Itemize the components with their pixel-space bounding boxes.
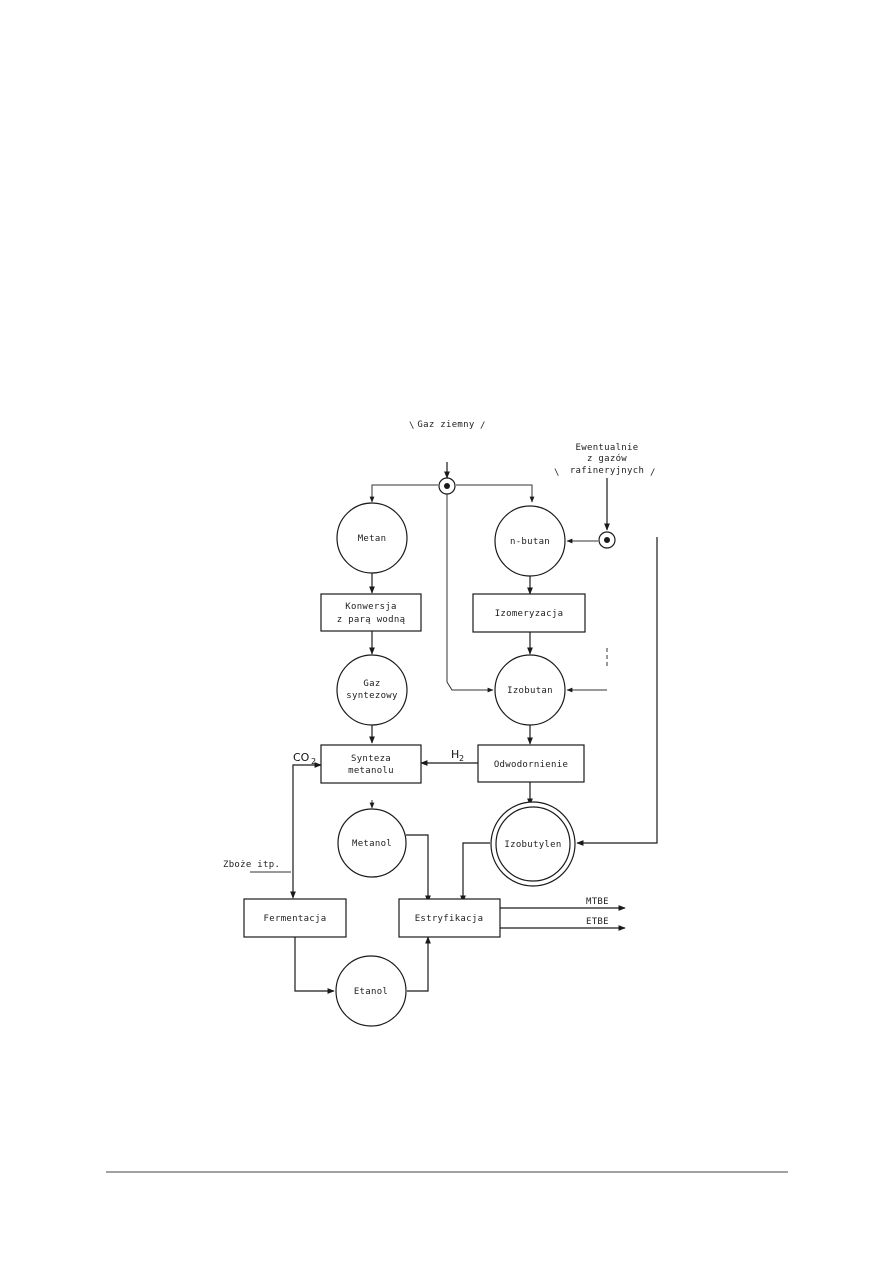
svg-text:Gaz: Gaz [363,679,380,689]
natural-gas-splitter [438,477,456,495]
node-konwersja: Konwersja z parą wodną [320,593,422,632]
node-n-butan: n-butan [494,505,566,577]
svg-text:Etanol: Etanol [354,987,388,997]
svg-text:H: H [451,748,459,761]
svg-text:syntezowy: syntezowy [346,691,398,701]
node-odwodornienie: Odwodornienie [477,744,585,783]
node-izobutylen: Izobutylen [490,801,576,887]
co2-label: CO 2 [293,751,316,766]
node-etanol: Etanol [335,955,407,1027]
h2-label: H 2 [451,748,464,763]
refinery-gas-source: Ewentualnie z gazów rafineryjnych \ / [554,443,656,478]
refinery-gas-splitter [598,531,616,549]
natural-gas-bracket-right: / [480,421,486,431]
grain-input-label: Zboże itp. [223,860,280,870]
node-fermentacja: Fermentacja [243,898,347,938]
svg-text:Synteza: Synteza [351,754,391,764]
svg-text:Izobutylen: Izobutylen [504,840,561,850]
svg-text:Metanol: Metanol [352,839,392,849]
svg-text:Izobutan: Izobutan [507,686,553,696]
product-mtbe-label: MTBE [586,897,609,907]
refinery-gas-label-3: rafineryjnych [570,466,644,476]
svg-text:n-butan: n-butan [510,537,550,547]
connectors [250,462,658,994]
refinery-bracket-left: \ [554,468,560,478]
node-gaz-syntezowy: Gaz syntezowy [336,654,408,726]
node-metan: Metan [336,502,408,574]
svg-text:Odwodornienie: Odwodornienie [494,760,568,770]
svg-text:metanolu: metanolu [348,766,394,776]
node-estryfikacja: Estryfikacja [398,898,501,938]
svg-text:Konwersja: Konwersja [345,602,396,612]
natural-gas-label: Gaz ziemny [417,420,474,430]
refinery-gas-label-2: z gazów [587,453,627,464]
svg-text:Fermentacja: Fermentacja [264,914,327,924]
node-metanol: Metanol [337,808,407,878]
svg-text:2: 2 [459,754,464,763]
node-synteza-metanolu: Synteza metanolu [320,744,422,784]
svg-text:2: 2 [311,757,316,766]
node-izomeryzacja: Izomeryzacja [472,593,586,633]
product-etbe-label: ETBE [586,917,609,927]
refinery-bracket-right: / [650,468,656,478]
node-izobutan: Izobutan [494,654,566,726]
svg-text:z parą wodną: z parą wodną [337,615,406,625]
natural-gas-source: Gaz ziemny \ / [409,420,486,431]
svg-text:Izomeryzacja: Izomeryzacja [495,609,564,619]
refinery-gas-label-1: Ewentualnie [576,443,639,453]
svg-text:Estryfikacja: Estryfikacja [415,914,484,924]
svg-text:Metan: Metan [358,534,387,544]
natural-gas-bracket-left: \ [409,421,415,431]
svg-text:CO: CO [293,751,310,764]
